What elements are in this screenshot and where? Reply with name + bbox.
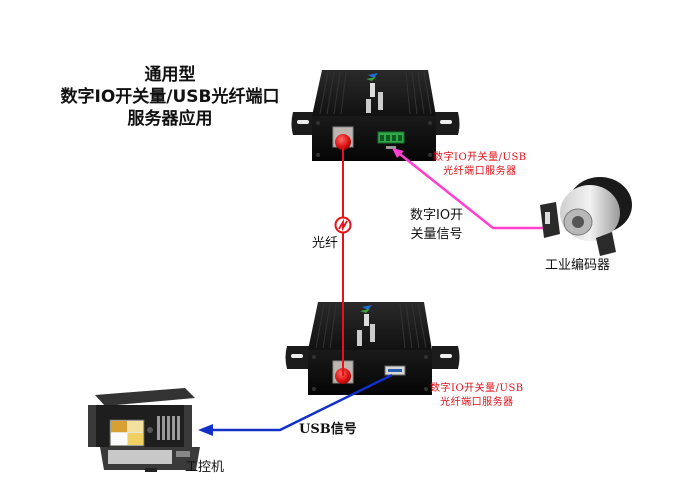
io-signal-link (392, 148, 546, 230)
encoder-mount-bracket (596, 232, 616, 256)
usb-signal-label: USB信号 (299, 422, 357, 437)
heat-sink-fins (319, 71, 432, 115)
brand-logo-icon (362, 305, 372, 310)
fiber-port-dust-cap (335, 134, 351, 150)
product-label-decal (370, 324, 375, 342)
usb-signal-line (212, 373, 393, 432)
top-server-label-line-2: 光纤端口服务器 (443, 166, 517, 177)
brand-logo-icon (366, 77, 376, 81)
industrial-encoder (540, 177, 632, 256)
product-label-decal (370, 83, 375, 97)
top-server-label-line-1: 数字IO开关量/USB (433, 152, 527, 163)
title-line-3: 服务器应用 (127, 109, 213, 129)
bottom-server-label: 数字IO开关量/USB 光纤端口服务器 (430, 382, 524, 410)
mounting-hole (440, 354, 452, 358)
usb-signal-link (198, 373, 393, 436)
server-front-panel (308, 350, 432, 395)
product-label-decal (364, 314, 369, 326)
encoder-label: 工业编码器 (545, 258, 611, 273)
fiber-link (334, 148, 352, 376)
encoder-shaft (572, 216, 584, 228)
top-server-label: 数字IO开关量/USB 光纤端口服务器 (433, 151, 527, 179)
arrow-head-icon (198, 424, 213, 436)
port-label-plate (386, 146, 396, 149)
product-label-decal (357, 330, 362, 346)
brand-logo-icon (360, 309, 370, 313)
ipc-label: 工控机 (185, 460, 225, 475)
diagram-title: 通用型 数字IO开关量/USB光纤端口 服务器应用 (50, 64, 290, 130)
mounting-hole (440, 120, 452, 124)
server-front-panel (312, 116, 436, 161)
io-signal-label-line-1: 数字IO开 (410, 208, 464, 223)
bottom-fiber-server (285, 302, 460, 395)
bottom-server-label-line-1: 数字IO开关量/USB (430, 383, 524, 394)
industrial-pc (88, 388, 200, 472)
mounting-hole (297, 120, 309, 124)
title-line-2: 数字IO开关量/USB光纤端口 (60, 87, 280, 107)
product-label-decal (378, 92, 383, 110)
product-label-decal (366, 99, 371, 113)
heat-sink-fins (315, 303, 427, 349)
ipc-top (95, 388, 195, 406)
io-terminal-block (377, 131, 405, 144)
brand-logo-icon (368, 73, 378, 78)
title-line-1: 通用型 (144, 65, 196, 85)
bottom-server-label-line-2: 光纤端口服务器 (440, 397, 514, 408)
top-fiber-server (291, 70, 460, 161)
fiber-zigzag-icon (338, 218, 348, 232)
io-signal-line (395, 150, 546, 230)
ipc-keyboard (108, 450, 172, 464)
arrow-head-icon (392, 148, 404, 158)
io-signal-label: 数字IO开 关量信号 (410, 206, 463, 244)
fiber-label: 光纤 (312, 236, 339, 251)
mounting-hole (291, 354, 303, 358)
ipc-drive-bays (157, 416, 180, 440)
ipc-touchpad (176, 451, 190, 457)
io-signal-label-line-2: 关量信号 (410, 227, 463, 242)
